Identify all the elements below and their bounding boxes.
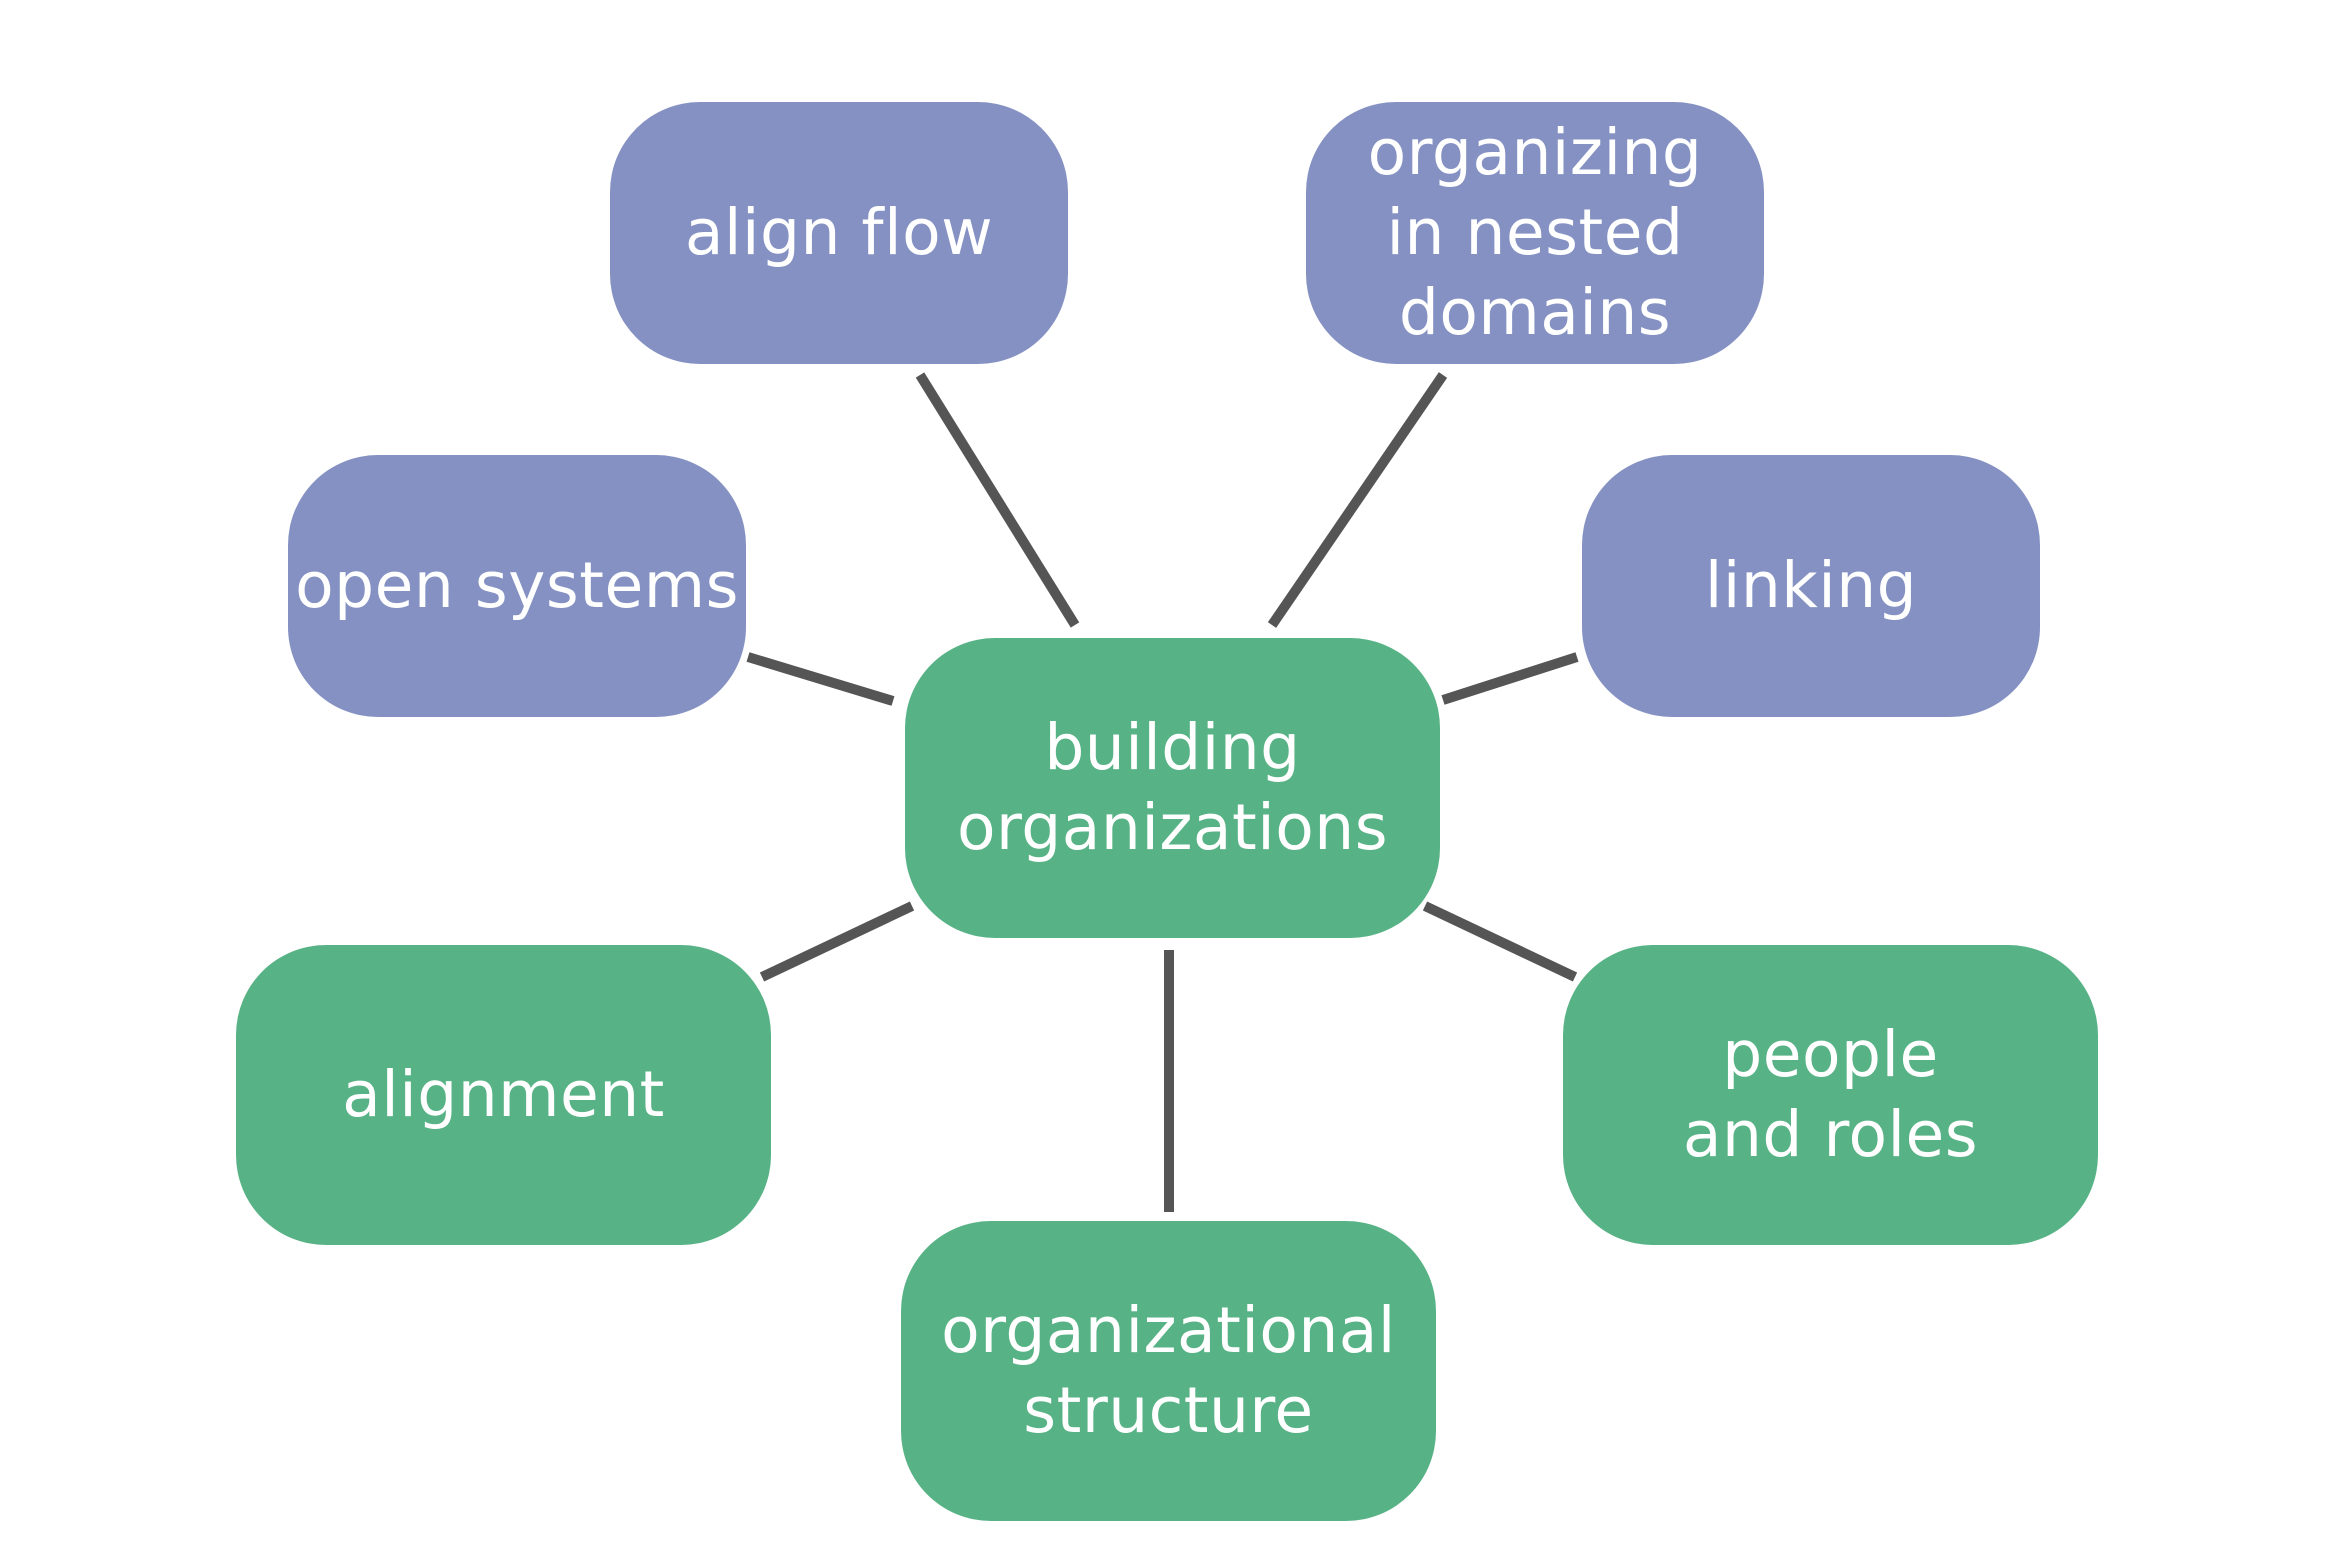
- node-align-flow-label: align flow: [684, 196, 994, 269]
- connector-linking: [1441, 652, 1579, 705]
- node-align-flow: align flow: [610, 102, 1068, 364]
- node-organizational-structure: organizational structure: [901, 1221, 1436, 1521]
- connector-people-roles: [1422, 901, 1578, 982]
- node-alignment: alignment: [236, 945, 771, 1245]
- center-node-building-organizations: building organizations: [905, 638, 1440, 938]
- connector-nested-domains: [1267, 372, 1448, 628]
- node-people-and-roles: people and roles: [1563, 945, 2098, 1245]
- node-open-systems-label: open systems: [295, 549, 739, 622]
- node-organizing-in-nested-domains: organizing in nested domains: [1306, 102, 1764, 364]
- node-org-structure-label: organizational structure: [941, 1294, 1396, 1447]
- connector-open-systems: [746, 652, 895, 706]
- connector-alignment: [759, 901, 915, 982]
- connector-align-flow: [915, 372, 1080, 628]
- node-people-roles-label: people and roles: [1682, 1018, 1979, 1171]
- node-linking-label: linking: [1704, 549, 1918, 622]
- node-alignment-label: alignment: [342, 1058, 665, 1131]
- node-linking: linking: [1582, 455, 2040, 717]
- center-node-label: building organizations: [956, 711, 1389, 864]
- node-open-systems: open systems: [288, 455, 746, 717]
- node-nested-domains-label: organizing in nested domains: [1367, 116, 1703, 349]
